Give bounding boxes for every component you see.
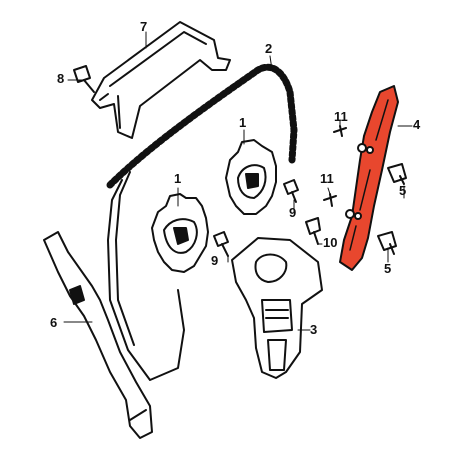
leader-lines	[63, 31, 413, 331]
callout-5-lower: 5	[384, 261, 392, 276]
dowel-pin-11-lower	[323, 193, 337, 207]
callout-1-lower: 1	[174, 171, 182, 186]
camshaft-sprocket-lower	[151, 193, 209, 273]
sprocket-bolt-9-upper	[283, 179, 299, 203]
callout-2: 2	[265, 41, 273, 56]
bolt-8	[73, 65, 95, 93]
callout-1-upper: 1	[239, 115, 247, 130]
callout-8: 8	[57, 71, 65, 86]
callout-11-upper: 11	[334, 109, 348, 124]
callout-10: 10	[323, 235, 338, 250]
sprocket-bolt-9-lower	[213, 231, 229, 257]
callout-11-lower: 11	[320, 171, 334, 186]
camshaft-sprocket-upper	[225, 139, 277, 215]
tensioner-assembly	[231, 237, 323, 379]
callout-9-upper: 9	[289, 205, 297, 220]
guide-bolt-5-upper	[387, 163, 407, 185]
upper-chain-guide	[91, 21, 231, 139]
dowel-pin-11-upper	[333, 125, 347, 137]
callout-6: 6	[50, 315, 58, 330]
callout-9-lower: 9	[211, 253, 219, 268]
cam-chain	[106, 63, 298, 381]
callout-4: 4	[413, 117, 421, 132]
callout-7: 7	[140, 19, 148, 34]
tensioner-slipper	[43, 231, 153, 439]
callout-5-upper: 5	[399, 183, 407, 198]
guide-bolt-5-lower	[377, 231, 397, 255]
callout-3: 3	[310, 322, 318, 337]
chain-guide	[339, 85, 399, 271]
tensioner-bolt-10	[305, 217, 321, 245]
